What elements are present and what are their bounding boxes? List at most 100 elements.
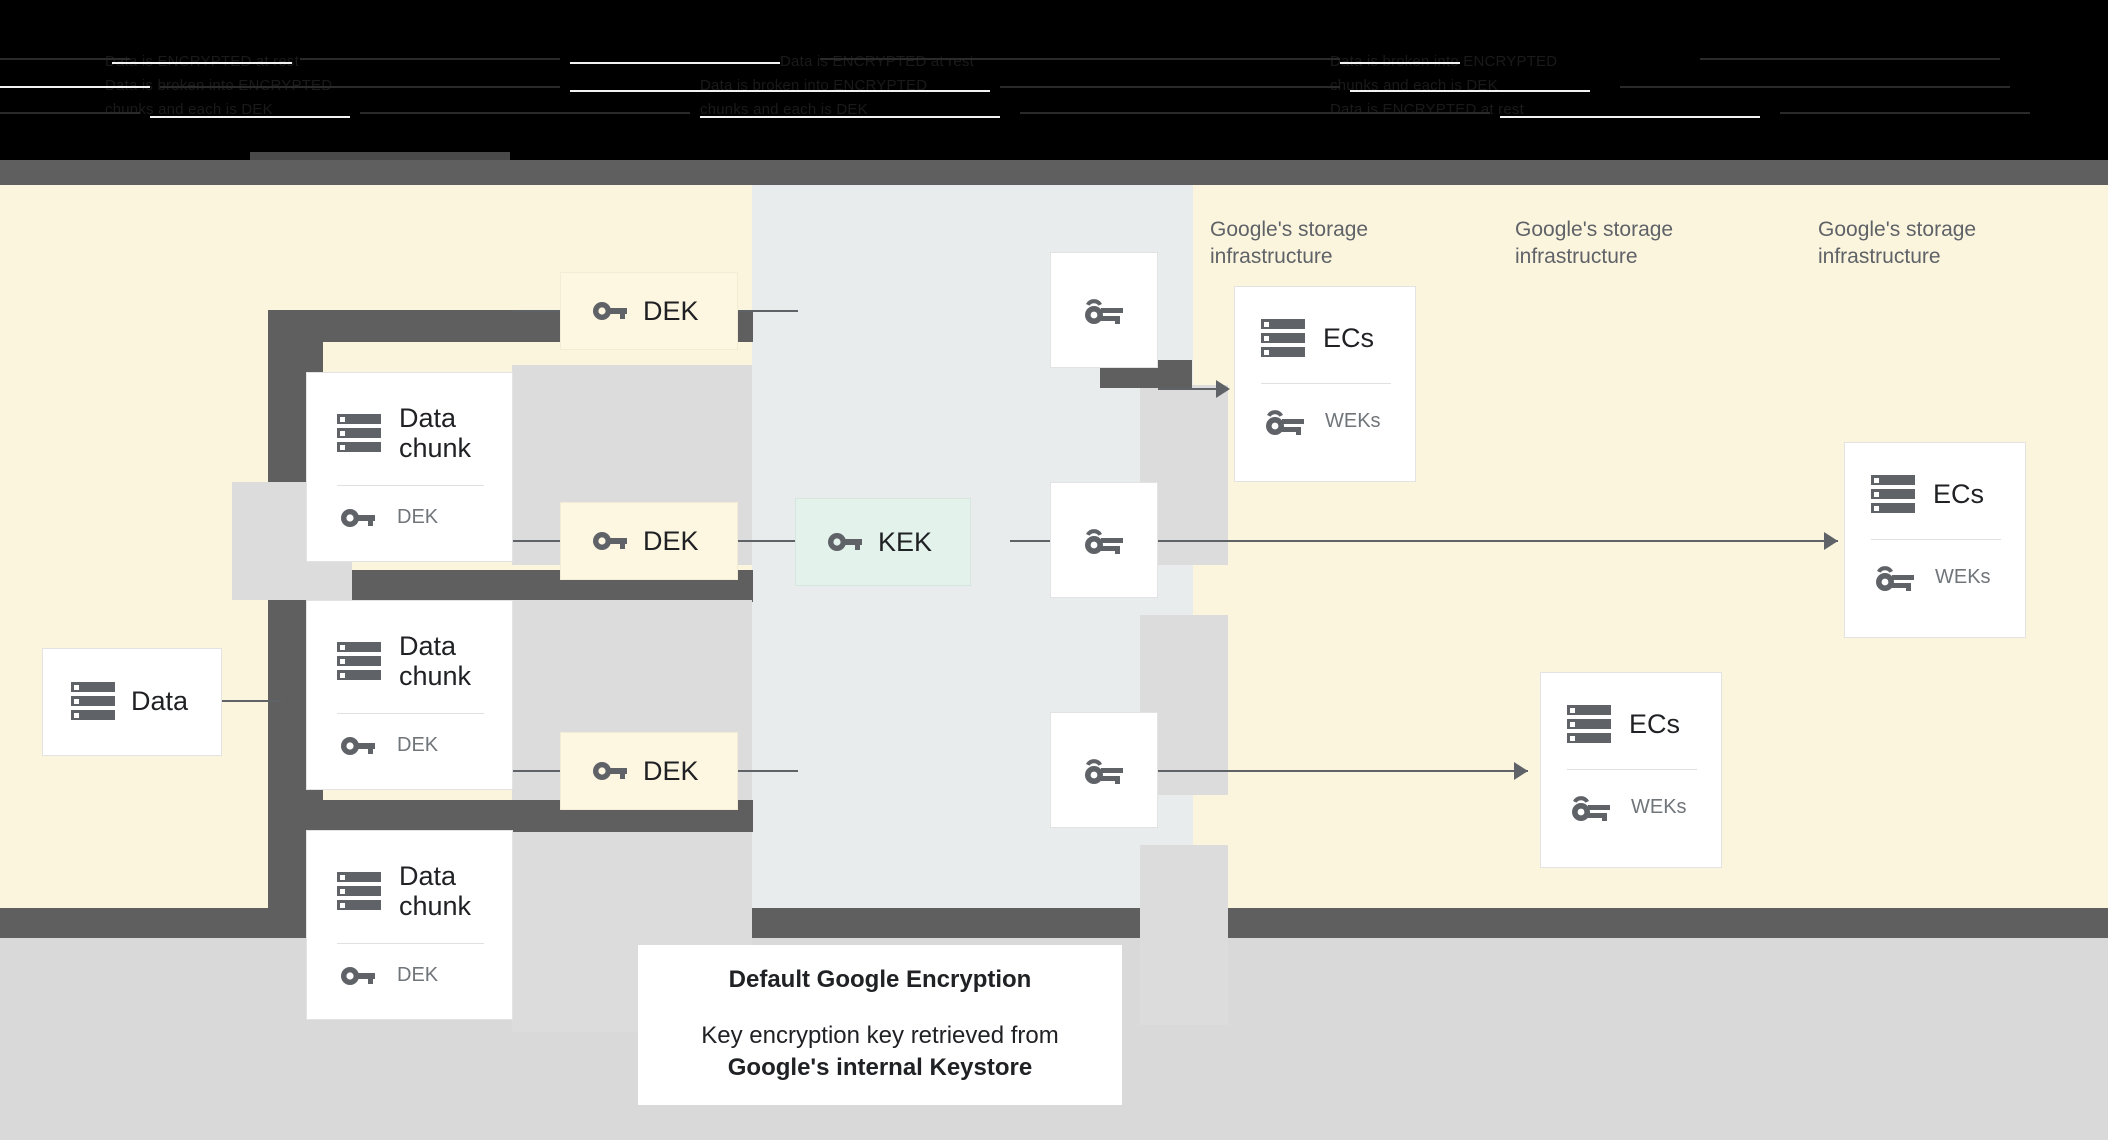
data-chunk-card[interactable]: Data chunk DEK — [306, 372, 513, 562]
data-chunk-key-label: DEK — [397, 964, 439, 987]
header-artifact — [1780, 112, 2030, 114]
header-artifact — [0, 58, 130, 60]
ec-card-title: ECs — [1933, 478, 1985, 509]
key-icon — [828, 531, 862, 553]
ec-card[interactable]: ECs WEKs — [1540, 672, 1722, 868]
header-artifact — [820, 58, 1340, 60]
card-divider — [337, 713, 484, 715]
arrow-head-3 — [1514, 762, 1528, 780]
ec-card[interactable]: ECs WEKs — [1234, 286, 1416, 482]
caption-line-1: Key encryption key retrieved from — [701, 1021, 1059, 1049]
key-icon — [593, 760, 627, 782]
storage-stack-icon — [337, 642, 381, 681]
obscured-header-strip: Data is ENCRYPTED at rest Data is broken… — [0, 0, 2108, 160]
arrow-head-2 — [1824, 532, 1838, 550]
connector-chunk-dek-3 — [513, 770, 561, 772]
arrow-line-3 — [1158, 770, 1528, 772]
header-artifact — [1500, 116, 1760, 118]
ec-card-title: ECs — [1629, 708, 1681, 739]
wrapped-key-icon — [1875, 562, 1915, 592]
arrow-line-2 — [1158, 540, 1838, 542]
header-text-line-5: Data is broken into ENCRYPTED — [700, 77, 928, 94]
key-icon — [341, 735, 375, 757]
diagram-canvas: Data Data chunk DEK Data chunk — [0, 160, 2108, 1140]
header-artifact — [250, 152, 510, 160]
wrapped-key-tile[interactable] — [1050, 712, 1158, 828]
dek-chip[interactable]: DEK — [560, 502, 738, 580]
wrapped-key-tile[interactable] — [1050, 252, 1158, 368]
connector-chunk-dek-1 — [513, 310, 561, 312]
header-text-line-8: chunks and each is DEK — [1330, 77, 1498, 94]
data-chunk-title: Data chunk — [399, 403, 472, 464]
ec-card[interactable]: ECs WEKs — [1844, 442, 2026, 638]
dek-chip[interactable]: DEK — [560, 272, 738, 350]
header-artifact — [1350, 90, 1590, 92]
caption-title: Default Google Encryption — [728, 965, 1032, 993]
key-icon — [593, 300, 627, 322]
ec-card-key-label: WEKs — [1631, 795, 1687, 818]
dek-label: DEK — [643, 755, 699, 786]
header-artifact — [0, 112, 140, 114]
kek-chip[interactable]: KEK — [795, 498, 971, 586]
header-artifact — [700, 116, 1000, 118]
header-artifact — [1000, 86, 1340, 88]
header-artifact — [570, 62, 780, 64]
connector-data-to-branch — [222, 700, 282, 702]
card-divider — [1567, 769, 1697, 770]
dek-label: DEK — [643, 295, 699, 326]
connector-kek-out — [1010, 540, 1070, 542]
header-text-line-1: Data is ENCRYPTED at rest — [105, 52, 299, 72]
arrow-head-1 — [1216, 380, 1230, 398]
storage-stack-icon — [337, 872, 381, 911]
storage-stack-icon — [1261, 319, 1305, 357]
storage-infra-label: Google's storage infrastructure — [1515, 218, 1674, 268]
header-text-line-7: Data is broken into ENCRYPTED — [1330, 53, 1558, 70]
header-artifact — [1700, 58, 2000, 60]
card-divider — [337, 943, 484, 945]
connector-dek-keystore-2 — [738, 540, 798, 542]
data-chunk-key-label: DEK — [397, 734, 439, 757]
header-text-line-6: chunks and each is DEK — [700, 101, 868, 118]
header-text-line-4: Data is ENCRYPTED at rest — [780, 53, 974, 70]
dek-label: DEK — [643, 525, 699, 556]
connector-chunk-dek-2 — [513, 540, 561, 542]
header-artifact — [112, 62, 292, 64]
wrapped-key-icon — [1084, 755, 1124, 785]
data-chunk-card[interactable]: Data chunk DEK — [306, 830, 513, 1020]
ec-card-title: ECs — [1323, 322, 1375, 353]
connector-dek-keystore-3 — [738, 770, 798, 772]
header-artifact — [1340, 62, 1460, 64]
wrapped-key-tile[interactable] — [1050, 482, 1158, 598]
header-artifact — [570, 90, 990, 92]
dek-chip[interactable]: DEK — [560, 732, 738, 810]
header-artifact — [160, 86, 560, 88]
storage-stack-icon — [1567, 705, 1611, 743]
data-source-card[interactable]: Data — [42, 648, 222, 756]
header-artifact — [0, 86, 150, 88]
header-text-line-9: Data is ENCRYPTED at rest — [1330, 101, 1524, 118]
ec-card-key-label: WEKs — [1935, 565, 1991, 588]
data-source-label: Data — [131, 685, 189, 716]
data-chunk-card[interactable]: Data chunk DEK — [306, 600, 513, 790]
storage-stack-icon — [71, 682, 115, 720]
arrow-line-1 — [1158, 388, 1228, 390]
kek-label: KEK — [878, 526, 933, 557]
header-text-line-3: chunks and each is DEK — [105, 101, 273, 118]
data-chunk-title: Data chunk — [399, 631, 472, 692]
header-text-line-2: Data is broken into ENCRYPTED — [105, 76, 332, 96]
header-artifact — [150, 116, 350, 118]
card-divider — [1261, 383, 1391, 384]
connector-dek-keystore-1 — [738, 310, 798, 312]
wrapped-key-icon — [1084, 525, 1124, 555]
caption-box: Default Google Encryption Key encryption… — [638, 945, 1122, 1105]
card-shadow — [1140, 845, 1228, 1025]
storage-stack-icon — [1871, 475, 1915, 513]
card-divider — [1871, 539, 2001, 540]
caption-body: Key encryption key retrieved from Google… — [701, 1020, 1058, 1085]
wrapped-key-icon — [1571, 792, 1611, 822]
header-artifact — [1020, 112, 1490, 114]
key-icon — [341, 507, 375, 529]
storage-stack-icon — [337, 414, 381, 453]
data-chunk-key-label: DEK — [397, 506, 439, 529]
